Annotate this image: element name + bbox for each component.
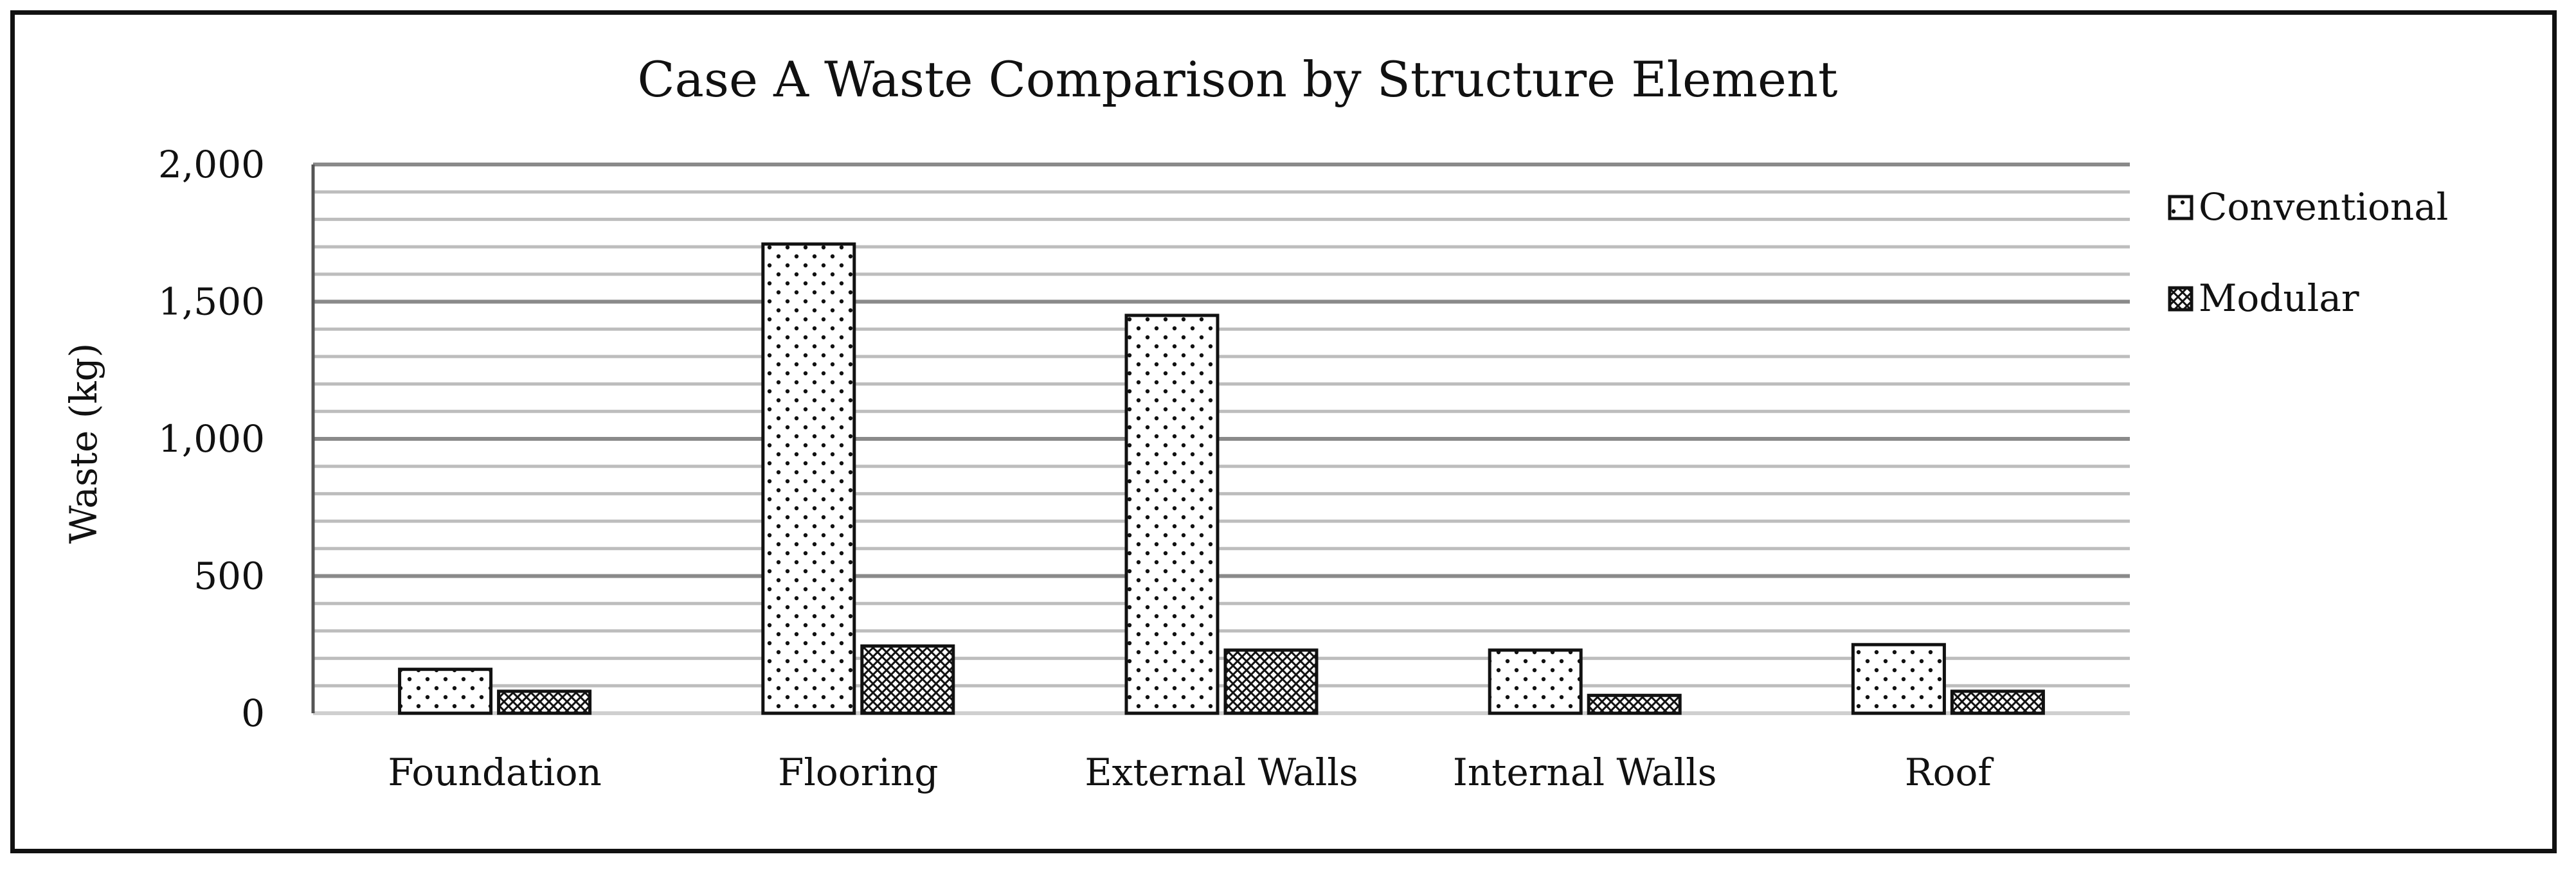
grid [311,163,2130,715]
legend-swatch-conventional [2168,195,2193,220]
x-tick-label: Foundation [388,750,602,794]
legend-item-modular: Modular [2168,276,2359,320]
y-tick-label: 500 [194,555,265,598]
bar-conventional-internal-walls [1488,648,1583,715]
y-axis-ticks: 0 500 1,000 1,500 2,000 [158,143,265,735]
x-tick-label: Internal Walls [1453,750,1717,794]
legend-label-conventional: Conventional [2199,185,2448,229]
legend: Conventional Modular [2168,185,2448,320]
bar-modular-roof [1950,689,2045,715]
y-axis-label: Waste (kg) [62,343,105,544]
bar-modular-flooring [860,644,955,715]
bar-modular-foundation [497,689,592,715]
bar-modular-external-walls [1223,648,1319,715]
bar-conventional-flooring [761,242,856,715]
bar-conventional-foundation [398,668,493,715]
bar-conventional-roof [1851,643,1946,715]
y-tick-label: 2,000 [158,143,265,186]
y-tick-label: 0 [241,691,265,735]
legend-label-modular: Modular [2199,276,2359,320]
x-tick-label: External Walls [1085,750,1358,794]
y-tick-label: 1,000 [158,417,265,461]
x-tick-label: Roof [1905,750,1994,794]
legend-swatch-modular [2168,286,2193,312]
legend-item-conventional: Conventional [2168,185,2448,229]
bar-modular-internal-walls [1587,693,1682,715]
bars [398,242,2045,715]
x-tick-label: Flooring [778,750,938,794]
y-tick-label: 1,500 [158,280,265,324]
bar-conventional-external-walls [1124,314,1220,715]
chart-title: Case A Waste Comparison by Structure Ele… [637,51,1837,108]
x-axis-ticks: Foundation Flooring External Walls Internal… [388,750,1994,794]
